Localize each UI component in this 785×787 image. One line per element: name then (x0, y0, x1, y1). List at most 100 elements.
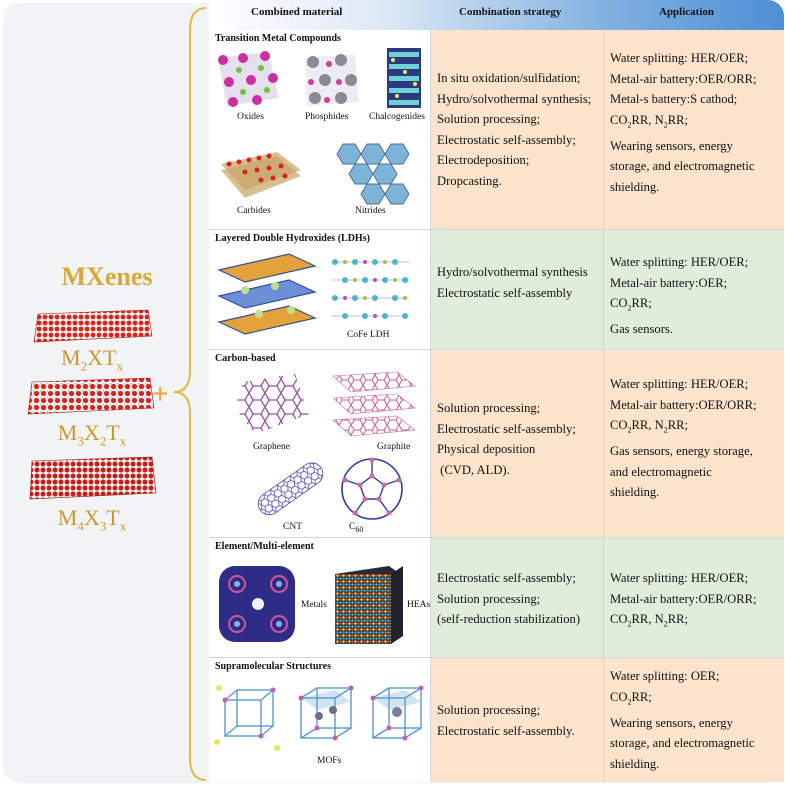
application-item: Water splitting: HER/OER; (610, 255, 749, 269)
category-label: Transition Metal Compounds (215, 33, 341, 44)
application-list: Water splitting: HER/OER; Metal-air batt… (604, 48, 757, 198)
application-list: Water splitting: HER/OER; Metal-air batt… (604, 568, 757, 635)
application-item: shielding. (610, 180, 660, 195)
m2xtx-structure-image (33, 309, 153, 343)
c60-fullerene-image (341, 457, 403, 520)
application-item: storage, and electromagnetic (610, 736, 755, 751)
metals-label: Metals (301, 600, 327, 610)
material-cell: Transition Metal Compounds Oxides Phosph… (209, 30, 431, 229)
mofs-label: MOFs (317, 756, 342, 766)
application-list: Water splitting: OER; CO2RR; Wearing sen… (604, 666, 754, 774)
strategy-item: (CVD, ALD). (437, 462, 510, 477)
strategy-item: Electrostatic self-assembly. (437, 723, 575, 738)
chalcogenides-structure-image (387, 48, 421, 108)
strategy-item: Electrodeposition; (437, 153, 530, 168)
application-item: shielding. (610, 756, 660, 771)
header-combination-strategy: Combination strategy (459, 6, 562, 18)
category-label: Carbon-based (215, 353, 276, 364)
carbides-label: Carbides (237, 206, 271, 216)
strategy-item: In situ oxidation/sulfidation; (437, 71, 581, 85)
application-item: CO2RR; (610, 296, 652, 313)
category-label: Layered Double Hydroxides (LDHs) (215, 233, 370, 244)
application-list: Water splitting: HER/OER; Metal-air batt… (604, 252, 748, 340)
graphite-structure-image (332, 371, 416, 437)
strategy-item: Electrostatic self-assembly; (437, 421, 576, 436)
strategy-list: Solution processing; Electrostatic self-… (431, 700, 575, 741)
m2xtx-formula: M2XTx (61, 345, 123, 374)
phosphides-structure-image (305, 54, 359, 106)
plus-sign: + (152, 378, 169, 409)
application-cell: Water splitting: HER/OER; Metal-air batt… (604, 538, 784, 657)
row-carbon-based: Carbon-based Graphene Graphite CNT C60 (209, 350, 784, 538)
strategy-list: Hydro/solvothermal synthesis Electrostat… (431, 262, 588, 303)
cofe-ldh-label: CoFe LDH (347, 330, 390, 340)
row-layered-double-hydroxides: Layered Double Hydroxides (LDHs) CoFe LD… (209, 230, 784, 350)
heas-label: HEAs (407, 600, 431, 610)
mof-cage-image-3 (370, 685, 424, 741)
strategy-list: Electrostatic self-assembly; Solution pr… (431, 568, 580, 630)
application-item: CO2RR, N2RR; (610, 418, 689, 435)
strategy-item: Solution processing; (437, 401, 541, 415)
curly-brace (173, 7, 207, 781)
c60-label-subscript: 60 (355, 524, 364, 534)
graphene-label: Graphene (253, 442, 290, 452)
application-item: CO2RR, N2RR; (610, 112, 689, 130)
application-item: Metal-air battery:OER/ORR; (610, 397, 757, 412)
application-item: Metal-air battery:OER; (610, 275, 728, 290)
strategy-list: In situ oxidation/sulfidation; Hydro/sol… (431, 68, 591, 192)
application-item: Wearing sensors, energy (610, 715, 733, 730)
mof-cage-image-2 (298, 685, 354, 741)
category-label: Supramolecular Structures (215, 661, 332, 672)
material-cell: Element/Multi-element Metals HEAs (209, 538, 431, 657)
strategy-item: Dropcasting. (437, 173, 502, 188)
m4x3tx-structure-image (29, 456, 157, 500)
application-item: Metal-air battery:OER/ORR; (610, 591, 757, 606)
strategy-cell: Solution processing; Electrostatic self-… (431, 658, 604, 782)
table-header: Combined material Combination strategy A… (209, 0, 784, 30)
strategy-item: Electrostatic self-assembly; (437, 571, 576, 585)
application-item: Water splitting: HER/OER; (610, 51, 749, 65)
material-cell: Carbon-based Graphene Graphite CNT C60 (209, 350, 431, 537)
application-item: Wearing sensors, energy (610, 138, 733, 153)
oxides-structure-image (218, 51, 279, 107)
row-element-multi-element: Element/Multi-element Metals HEAs Electr… (209, 538, 784, 658)
strategy-item: (self-reduction stabilization) (437, 612, 581, 627)
strategy-item: Electrostatic self-assembly (437, 285, 573, 300)
strategy-item: Solution processing; (437, 112, 541, 127)
strategy-item: Hydro/solvothermal synthesis (437, 265, 588, 279)
material-cell: Layered Double Hydroxides (LDHs) CoFe LD… (209, 230, 431, 349)
application-item: and electromagnetic (610, 464, 712, 479)
carbides-structure-image (221, 152, 301, 198)
mof-cage-image-1 (214, 685, 280, 751)
application-item: CO2RR, N2RR; (610, 612, 689, 629)
application-item: storage, and electromagnetic (610, 159, 755, 174)
m3x2tx-formula: M3X2Tx (57, 420, 127, 449)
strategy-cell: In situ oxidation/sulfidation; Hydro/sol… (431, 30, 604, 229)
phosphides-label: Phosphides (305, 112, 349, 122)
oxides-label: Oxides (237, 112, 264, 122)
strategy-cell: Electrostatic self-assembly; Solution pr… (431, 538, 604, 657)
application-item: shielding. (610, 485, 660, 500)
material-cell: Supramolecular Structures MOFs (209, 658, 431, 782)
application-cell: Water splitting: HER/OER; Metal-air batt… (604, 350, 784, 537)
cnt-label: CNT (283, 522, 302, 532)
c60-label: C60 (349, 522, 364, 534)
application-cell: Water splitting: HER/OER; Metal-air batt… (604, 30, 784, 229)
mxenes-title: MXenes (61, 262, 153, 291)
application-item: Gas sensors. (610, 322, 673, 337)
chalcogenides-label: Chalcogenides (369, 112, 425, 122)
strategy-item: Hydro/solvothermal synthesis; (437, 91, 592, 106)
nitrides-label: Nitrides (355, 206, 386, 216)
application-item: Water splitting: HER/OER; (610, 571, 749, 585)
application-item: Metal-s battery:S cathod; (610, 92, 738, 107)
category-label: Element/Multi-element (215, 541, 314, 552)
graphene-structure-image (235, 374, 309, 434)
application-cell: Water splitting: OER; CO2RR; Wearing sen… (604, 658, 784, 782)
application-item: Metal-air battery:OER/ORR; (610, 71, 757, 86)
strategy-item: Physical deposition (437, 442, 536, 457)
row-supramolecular-structures: Supramolecular Structures MOFs Solution … (209, 658, 784, 782)
application-item: Water splitting: OER; (610, 669, 720, 683)
cofe-ldh-image (331, 259, 409, 319)
m4x3tx-formula: M4X3Tx (57, 505, 127, 534)
application-item: Water splitting: HER/OER; (610, 377, 749, 391)
